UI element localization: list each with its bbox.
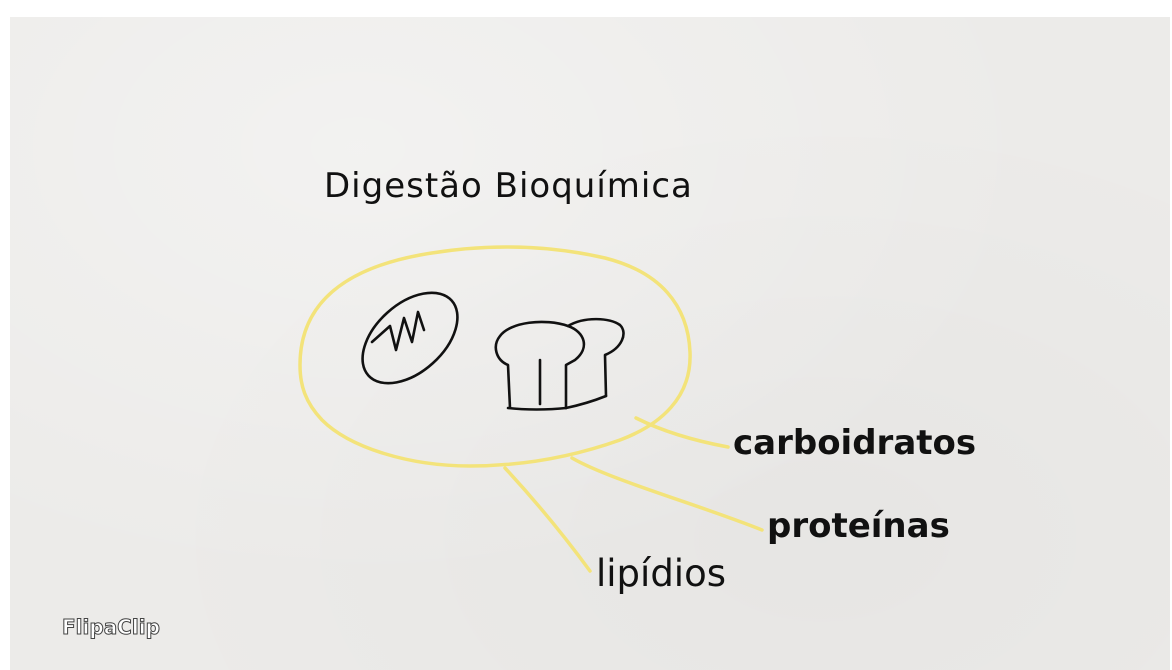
label-lipids: lipídios xyxy=(596,552,726,595)
page-title: Digestão Bioquímica xyxy=(324,166,693,206)
label-proteins: proteínas xyxy=(767,506,950,546)
watermark-logo: FlipaClip xyxy=(62,615,160,639)
label-carbohydrates: carboidratos xyxy=(733,423,976,463)
paper-background xyxy=(10,17,1170,670)
